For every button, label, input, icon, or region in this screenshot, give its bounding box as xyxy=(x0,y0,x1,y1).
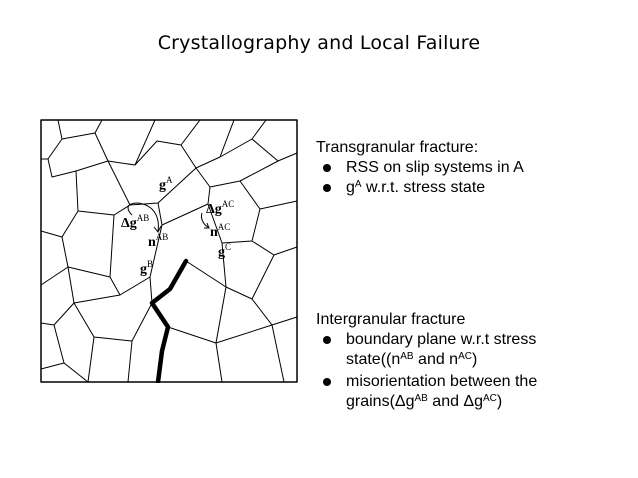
intergranular-bullet-2-line-1: misorientation between the xyxy=(346,373,538,390)
label-nAC: nAC xyxy=(210,222,231,240)
intergranular-bullet-1-line-1: boundary plane w.r.t stress xyxy=(346,331,537,348)
grain-boundary-figure: gA ΔgAC ΔgAB nAC nAB gC gB xyxy=(40,119,298,383)
list-item: boundary plane w.r.t stress state((nAB a… xyxy=(316,330,616,372)
transgranular-panel: Transgranular fracture: RSS on slip syst… xyxy=(316,138,616,200)
label-gB: gB xyxy=(140,259,154,277)
bullet-dot-icon xyxy=(323,184,331,192)
figure-border xyxy=(40,119,298,383)
bullet-dot-icon xyxy=(323,336,331,344)
transgranular-title: Transgranular fracture: xyxy=(316,139,479,156)
grain-network-diagram xyxy=(40,119,298,383)
label-delta-gAC: ΔgAC xyxy=(206,199,235,217)
intergranular-list: boundary plane w.r.t stress state((nAB a… xyxy=(316,330,616,414)
bullet-dot-icon xyxy=(323,164,331,172)
intergranular-bullet-2-line-2: grains(ΔgAB and ΔgAC) xyxy=(346,393,503,410)
list-item: RSS on slip systems in A xyxy=(316,158,616,178)
intergranular-bullet-1-line-2: state((nAB and nAC) xyxy=(346,351,478,368)
label-delta-gAB: ΔgAB xyxy=(121,213,150,231)
bullet-dot-icon xyxy=(323,378,331,386)
arrow-ac xyxy=(201,212,209,228)
intergranular-title: Intergranular fracture xyxy=(316,311,466,328)
transgranular-bullet-2: gA w.r.t. stress state xyxy=(346,179,486,196)
intergranular-panel: Intergranular fracture boundary plane w.… xyxy=(316,310,616,414)
label-gA: gA xyxy=(159,175,173,193)
arrow-ab xyxy=(127,202,159,232)
crack-path xyxy=(149,258,189,383)
list-item: misorientation between the grains(ΔgAB a… xyxy=(316,372,616,414)
label-nAB: nAB xyxy=(148,232,169,250)
transgranular-list: RSS on slip systems in A gA w.r.t. stres… xyxy=(316,158,616,200)
label-gC: gC xyxy=(218,242,232,260)
slide-title: Crystallography and Local Failure xyxy=(157,32,481,54)
transgranular-bullet-1: RSS on slip systems in A xyxy=(346,159,524,176)
list-item: gA w.r.t. stress state xyxy=(316,178,616,200)
